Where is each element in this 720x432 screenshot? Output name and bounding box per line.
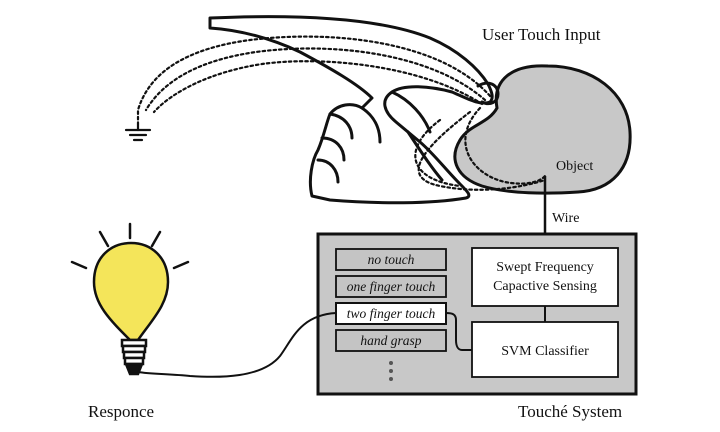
classifier-label: SVM Classifier xyxy=(501,344,589,359)
class-item-hand-grasp xyxy=(335,329,447,352)
class-item-no-touch xyxy=(335,248,447,271)
class-label-0: no touch xyxy=(368,252,415,267)
more-dot xyxy=(389,377,393,381)
more-dot xyxy=(389,369,393,373)
label-user-touch-input: User Touch Input xyxy=(482,25,601,44)
label-response: Responce xyxy=(88,402,154,421)
hand-illustration xyxy=(208,15,500,205)
class-list: no touch one finger touch two finger tou… xyxy=(335,248,447,381)
ground-icon xyxy=(124,122,152,142)
response-cable xyxy=(137,312,337,378)
class-label-1: one finger touch xyxy=(347,279,436,294)
class-label-2: two finger touch xyxy=(347,306,436,321)
more-dot xyxy=(389,361,393,365)
sensing-block xyxy=(471,247,619,307)
label-object: Object xyxy=(556,159,593,174)
class-item-one-finger xyxy=(335,275,447,298)
sensing-line-1: Swept Frequency xyxy=(496,260,594,275)
lightbulb-icon xyxy=(70,222,190,376)
classifier-to-class-line xyxy=(445,312,472,351)
signal-paths xyxy=(136,35,547,191)
label-system: Touché System xyxy=(518,402,622,421)
class-label-3: hand grasp xyxy=(360,333,421,348)
label-wire: Wire xyxy=(552,211,579,226)
sensing-line-2: Capactive Sensing xyxy=(493,279,597,294)
